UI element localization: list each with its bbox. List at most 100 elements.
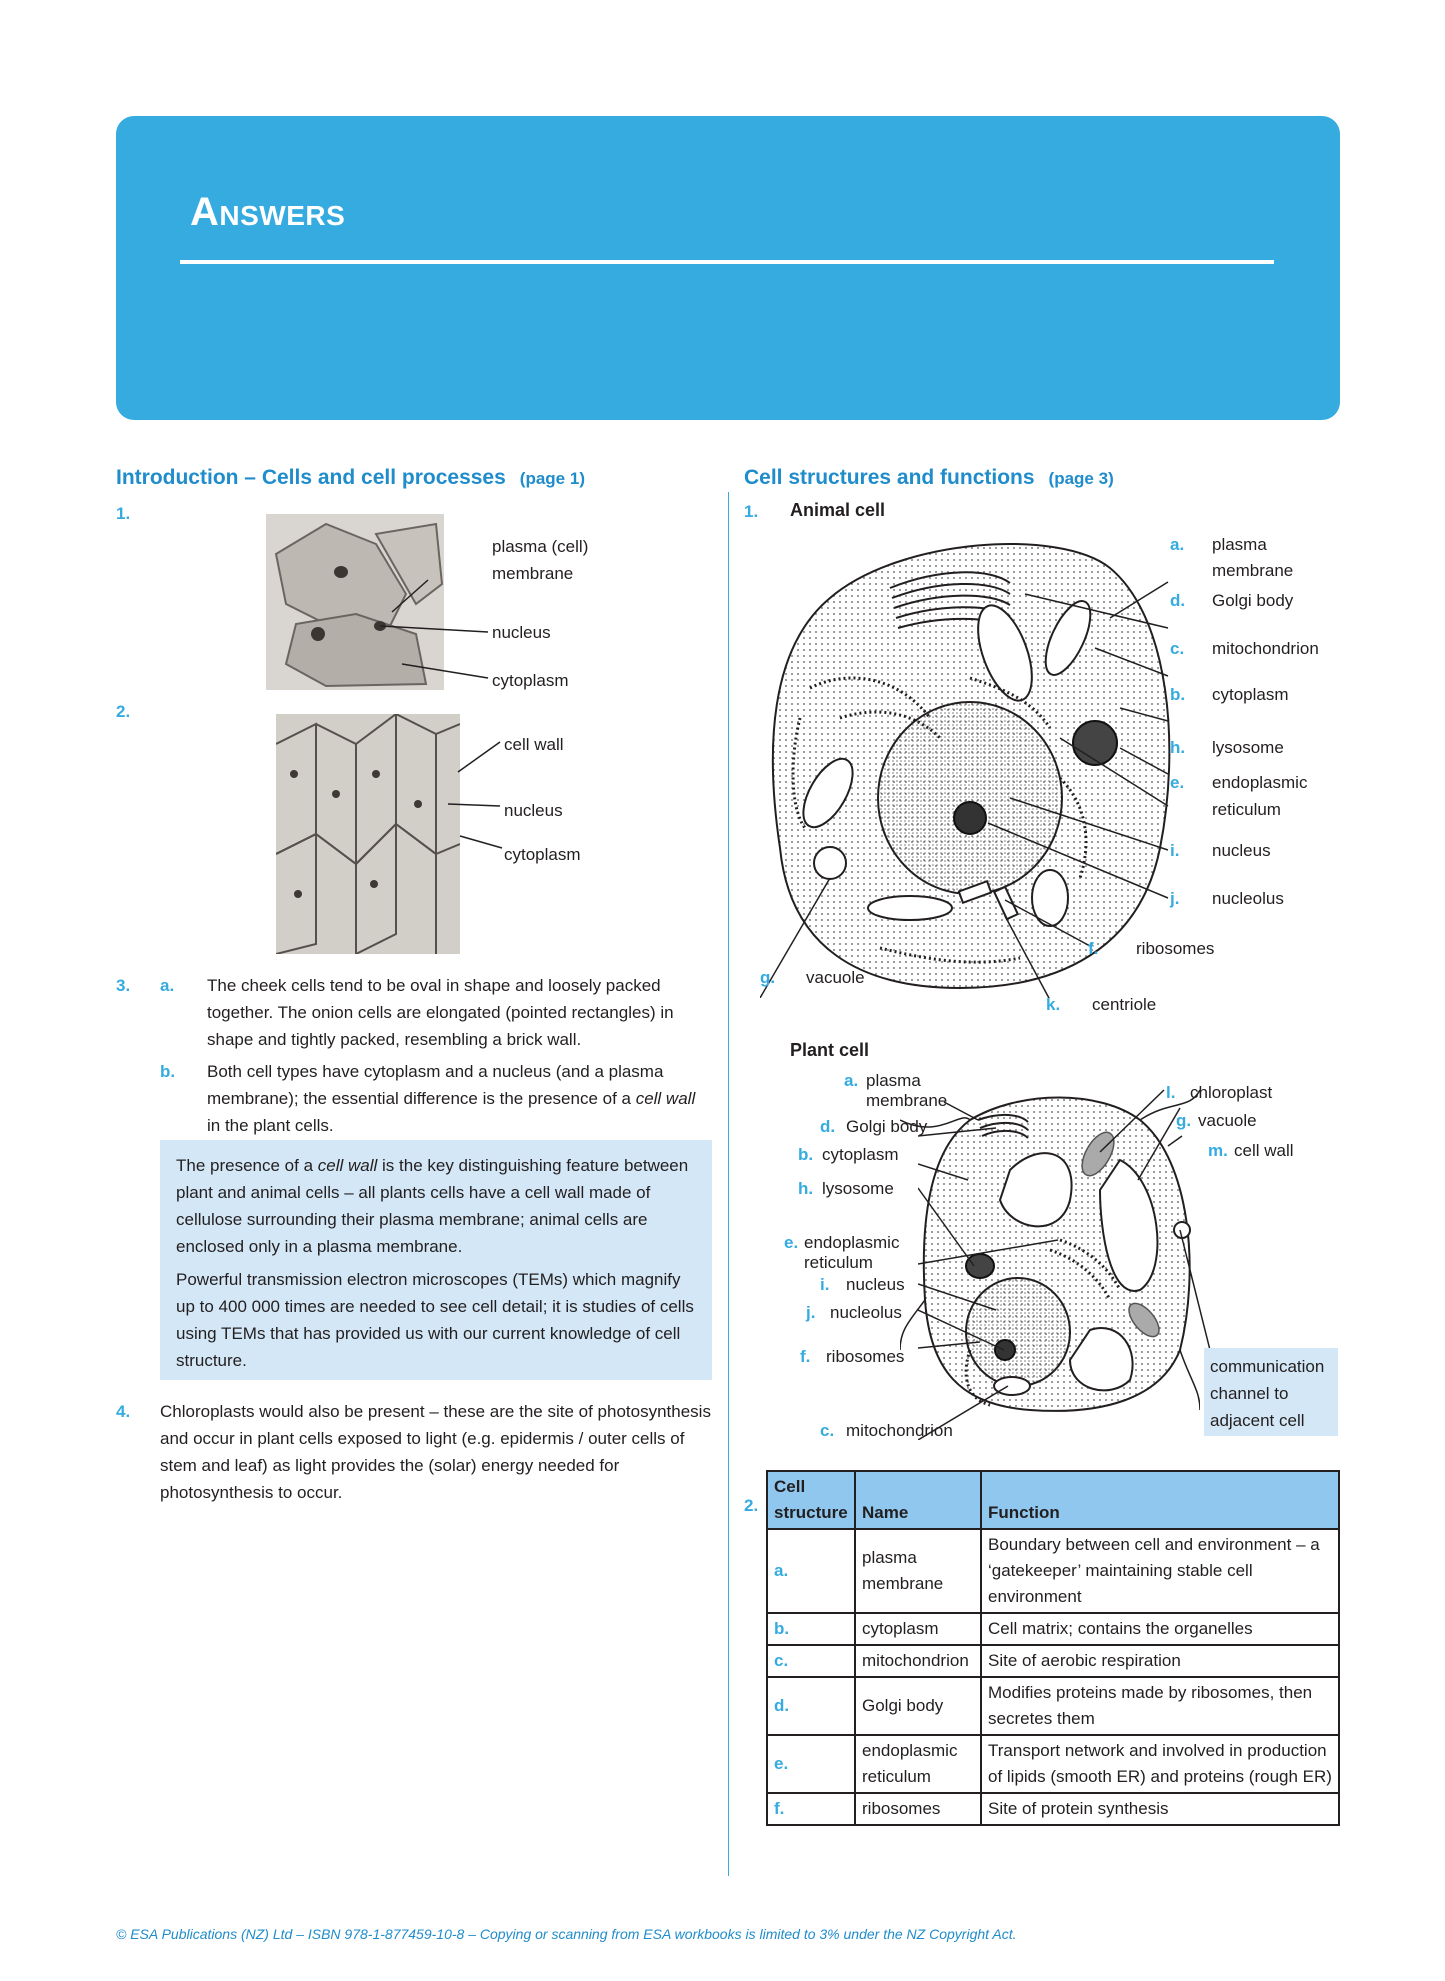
animal-label-a-text-2: membrane	[1212, 561, 1294, 580]
table-row: d. Golgi body Modifies proteins made by …	[766, 1676, 1340, 1736]
table-row: f. ribosomes Site of protein synthesis	[766, 1792, 1340, 1826]
q1-label-nucleus: nucleus	[492, 623, 551, 642]
plant-label-g-text: vacuole	[1198, 1111, 1257, 1130]
plant-label-l-letter: l.	[1166, 1083, 1176, 1102]
table-row: c. mitochondrion Site of aerobic respira…	[766, 1644, 1340, 1678]
animal-label-c-letter: c.	[1170, 639, 1185, 658]
row-function: Site of aerobic respiration	[980, 1644, 1340, 1678]
animal-label-i-text: nucleus	[1212, 841, 1271, 860]
plant-label-a-text: plasma	[866, 1071, 921, 1090]
row-function: Modifies proteins made by ribosomes, the…	[980, 1676, 1340, 1736]
q2-label-nucleus: nucleus	[504, 801, 563, 820]
cell-structures-heading-text: Cell structures and functions	[744, 466, 1035, 489]
animal-label-i-letter: i.	[1170, 841, 1180, 860]
note-paragraph-2: Powerful transmission electron microscop…	[176, 1270, 694, 1370]
communication-channel-box: communication channel to adjacent cell	[1204, 1348, 1338, 1436]
plant-label-a: a.	[844, 1070, 864, 1092]
plant-leader-lines	[918, 1089, 1211, 1440]
q4-number: 4.	[116, 1402, 131, 1421]
onion-cells-micrograph	[276, 714, 460, 954]
q1-label-cytoplasm: cytoplasm	[492, 671, 569, 690]
plant-label-b-letter: b.	[798, 1145, 814, 1164]
plant-label-e: e.	[784, 1232, 804, 1254]
row-function: Boundary between cell and environment – …	[980, 1528, 1340, 1614]
animal-label-a: a.	[1170, 534, 1190, 556]
title-rule	[180, 260, 1274, 264]
animal-label-e-letter: e.	[1170, 773, 1185, 792]
plant-cell-diagram	[900, 1089, 1200, 1412]
animal-label-i: i.	[1170, 840, 1185, 862]
header-name: Name	[854, 1470, 982, 1530]
q2-label-cytoplasm: cytoplasm	[504, 845, 581, 864]
plant-label-e-text-2: reticulum	[804, 1253, 873, 1272]
row-name: mitochondrion	[854, 1644, 982, 1678]
plant-label-c: c.	[820, 1420, 840, 1442]
animal-label-d: d.	[1170, 590, 1191, 612]
animal-label-h-text: lysosome	[1212, 738, 1284, 757]
plant-label-c-letter: c.	[820, 1421, 835, 1440]
cell-structures-page-ref: (page 3)	[1048, 469, 1114, 488]
table-row: a. plasma membrane Boundary between cell…	[766, 1528, 1340, 1614]
cell-structures-heading: Cell structures and functions (page 3)	[744, 466, 1114, 490]
note-box: The presence of a cell wall is the key d…	[160, 1140, 712, 1380]
animal-label-e: e.	[1170, 772, 1190, 794]
plant-label-b-text: cytoplasm	[822, 1145, 899, 1164]
row-letter: c.	[766, 1644, 856, 1678]
row-function: Cell matrix; contains the organelles	[980, 1612, 1340, 1646]
animal-label-h-letter: h.	[1170, 738, 1186, 757]
q3b-answer: Both cell types have cytoplasm and a nuc…	[207, 1058, 707, 1139]
plant-label-j-letter: j.	[806, 1303, 816, 1322]
animal-cell-diagram	[760, 543, 1171, 998]
plant-label-i: i.	[820, 1274, 835, 1296]
animal-label-b: b.	[1170, 684, 1191, 706]
animal-cell-title: Animal cell	[790, 500, 886, 520]
table-row: b. cytoplasm Cell matrix; contains the o…	[766, 1612, 1340, 1646]
q4-answer: Chloroplasts would also be present – the…	[160, 1402, 711, 1502]
q3b-text-1: Both cell types have cytoplasm and a nuc…	[207, 1062, 664, 1108]
row-name: endoplasmic reticulum	[854, 1734, 982, 1794]
animal-label-h: h.	[1170, 737, 1191, 759]
q2-leader-lines	[447, 741, 503, 849]
row-name: ribosomes	[854, 1792, 982, 1826]
row-name: Golgi body	[854, 1676, 982, 1736]
row-name: plasma membrane	[854, 1528, 982, 1614]
plant-label-i-letter: i.	[820, 1275, 830, 1294]
plant-label-h-text: lysosome	[822, 1179, 894, 1198]
note-p1-emphasis: cell wall	[317, 1156, 378, 1175]
animal-label-g: g.	[760, 967, 781, 989]
intro-heading: Introduction – Cells and cell processes(…	[116, 466, 585, 490]
cheek-cells-image	[274, 522, 444, 688]
plant-cell-title: Plant cell	[790, 1040, 870, 1060]
q2-number: 2.	[116, 702, 131, 721]
q3b-emphasis: cell wall	[635, 1089, 696, 1108]
q3-number: 3.	[116, 976, 131, 995]
animal-label-d-letter: d.	[1170, 591, 1186, 610]
column-divider	[728, 492, 729, 1876]
header-function: Function	[980, 1470, 1340, 1530]
animal-label-e-text-2: reticulum	[1212, 800, 1281, 819]
q1-leader-lines	[380, 579, 489, 679]
row-function: Site of protein synthesis	[980, 1792, 1340, 1826]
plant-label-g: g.	[1176, 1110, 1197, 1132]
animal-label-c-text: mitochondrion	[1212, 639, 1319, 658]
animal-label-b-text: cytoplasm	[1212, 685, 1289, 704]
row-name: cytoplasm	[854, 1612, 982, 1646]
animal-label-e-text: endoplasmic	[1212, 773, 1308, 792]
note-paragraph-1: The presence of a cell wall is the key d…	[176, 1152, 696, 1260]
plant-label-a-text-2: membrane	[866, 1091, 948, 1110]
animal-label-a-text: plasma	[1212, 535, 1267, 554]
plant-label-e-letter: e.	[784, 1233, 799, 1252]
animal-label-k-letter: k.	[1046, 995, 1061, 1014]
note-p1-text-2: is the key distinguishing feature betwee…	[176, 1156, 689, 1256]
animal-label-k-text: centriole	[1092, 995, 1157, 1014]
plant-label-g-letter: g.	[1176, 1111, 1192, 1130]
animal-label-j-text: nucleolus	[1212, 889, 1284, 908]
plant-label-b: b.	[798, 1144, 819, 1166]
plant-label-d-text: Golgi body	[846, 1117, 928, 1136]
page-title: Answers	[190, 190, 346, 234]
plant-label-h: h.	[798, 1178, 819, 1200]
table-header-row: Cell structure Name Function	[766, 1470, 1340, 1530]
onion-cells-image	[276, 714, 460, 954]
row-function: Transport network and involved in produc…	[980, 1734, 1340, 1794]
plant-label-i-text: nucleus	[846, 1275, 905, 1294]
